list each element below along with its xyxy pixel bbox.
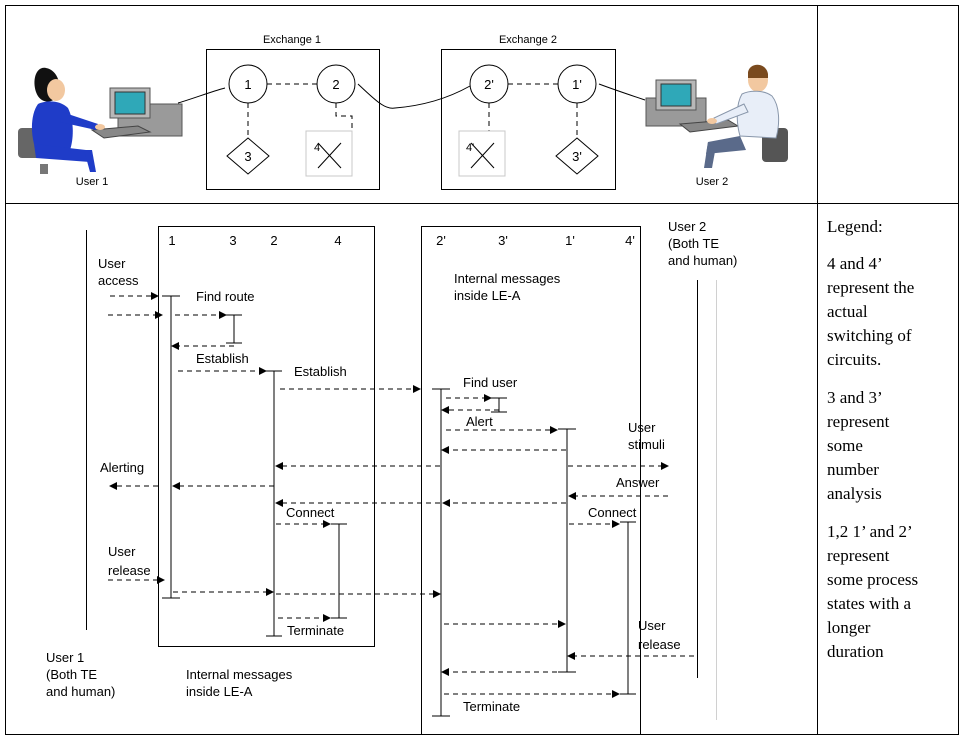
label-user-release2-1: User xyxy=(638,618,666,633)
sequence-diagram: 1 3 2 4 2' 3' 1' 4' Internal messages in… xyxy=(46,219,737,735)
activation-4 xyxy=(331,524,347,618)
legend-line: switching of xyxy=(827,326,912,345)
col-2p-label: 2' xyxy=(436,233,446,248)
activation-1p xyxy=(558,429,576,672)
legend-line: represent the xyxy=(827,278,914,297)
label-user-release2-2: release xyxy=(638,637,681,652)
exchange-a-title-line2: inside LE-A xyxy=(186,684,253,699)
legend-title: Legend: xyxy=(827,217,883,236)
col-4p-label: 4' xyxy=(625,233,635,248)
legend-line: longer xyxy=(827,618,871,637)
legend-line: actual xyxy=(827,302,868,321)
label-user-access-2: access xyxy=(98,273,139,288)
message-labels: User access Find route Establish Establi… xyxy=(98,256,681,714)
legend-line: represent xyxy=(827,412,890,431)
top-network-panel: Exchange 1 Exchange 2 1 2 3 4 2' 1' 4' xyxy=(18,34,788,190)
node-1p-label: 1' xyxy=(572,77,582,92)
user-2-seq-line3: and human) xyxy=(668,253,737,268)
label-user-stimuli-1: User xyxy=(628,420,656,435)
user-1-seq-line3: and human) xyxy=(46,684,115,699)
col-3-label: 3 xyxy=(229,233,236,248)
user-2-illustration xyxy=(646,65,788,168)
exchange-a-title-line1: Internal messages xyxy=(186,667,293,682)
col-1p-label: 1' xyxy=(565,233,575,248)
activation-4p xyxy=(620,522,636,694)
legend-line: circuits. xyxy=(827,350,881,369)
legend-line: states with a xyxy=(827,594,911,613)
exchange-b-title-line1: Internal messages xyxy=(454,271,561,286)
label-answer: Answer xyxy=(616,475,660,490)
label-connect-a: Connect xyxy=(286,505,335,520)
node-3p-label: 3' xyxy=(572,149,582,164)
link-ex1-ex2 xyxy=(358,84,470,108)
legend-line: 3 and 3’ xyxy=(827,388,883,407)
node-1-label: 1 xyxy=(244,77,251,92)
user-2-seq-line2: (Both TE xyxy=(668,236,719,251)
legend-line: some process xyxy=(827,570,918,589)
node-2-label: 2 xyxy=(332,77,339,92)
node-4-switch xyxy=(306,131,352,176)
legend-line: number xyxy=(827,460,879,479)
legend: Legend: 4 and 4’ represent the actual sw… xyxy=(827,217,918,661)
user-1-seq-line2: (Both TE xyxy=(46,667,97,682)
legend-line: represent xyxy=(827,546,890,565)
label-user-release-1: User xyxy=(108,544,136,559)
node-4-label: 4 xyxy=(314,142,320,154)
label-terminate-a: Terminate xyxy=(287,623,344,638)
label-establish-2: Establish xyxy=(294,364,347,379)
label-find-route: Find route xyxy=(196,289,255,304)
link-ex2-user2 xyxy=(599,84,645,100)
label-user-access-1: User xyxy=(98,256,126,271)
activation-1 xyxy=(162,296,180,598)
label-user-stimuli-2: stimuli xyxy=(628,437,665,452)
label-find-user: Find user xyxy=(463,375,518,390)
col-2-label: 2 xyxy=(270,233,277,248)
activation-3 xyxy=(226,315,242,343)
legend-line: duration xyxy=(827,642,884,661)
link-user1-ex1 xyxy=(178,88,225,103)
label-establish-1: Establish xyxy=(196,351,249,366)
label-alerting: Alerting xyxy=(100,460,144,475)
label-connect-b: Connect xyxy=(588,505,637,520)
legend-line: analysis xyxy=(827,484,882,503)
col-1-label: 1 xyxy=(168,233,175,248)
node-4p-label: 4' xyxy=(466,142,474,154)
exchange-1-label: Exchange 1 xyxy=(263,34,321,46)
exchange-a-box xyxy=(159,227,375,647)
activation-2p xyxy=(432,389,450,716)
label-alert: Alert xyxy=(466,414,493,429)
user-1-seq-line1: User 1 xyxy=(46,650,84,665)
user-2-seq-line1: User 2 xyxy=(668,219,706,234)
label-user-release-2: release xyxy=(108,563,151,578)
legend-line: some xyxy=(827,436,863,455)
user-1-illustration xyxy=(18,68,182,174)
activation-2 xyxy=(266,371,282,636)
legend-line: 1,2 1’ and 2’ xyxy=(827,522,913,541)
node-2p-label: 2' xyxy=(484,77,494,92)
exchange-1-box xyxy=(207,50,380,190)
label-terminate-b: Terminate xyxy=(463,699,520,714)
user-2-label: User 2 xyxy=(696,176,728,188)
exchange-b-title-line2: inside LE-A xyxy=(454,288,521,303)
col-4-label: 4 xyxy=(334,233,341,248)
exchange-2-box xyxy=(442,50,616,190)
col-3p-label: 3' xyxy=(498,233,508,248)
legend-line: 4 and 4’ xyxy=(827,254,883,273)
user-1-label: User 1 xyxy=(76,176,108,188)
exchange-2-label: Exchange 2 xyxy=(499,34,557,46)
node-3-label: 3 xyxy=(244,149,251,164)
